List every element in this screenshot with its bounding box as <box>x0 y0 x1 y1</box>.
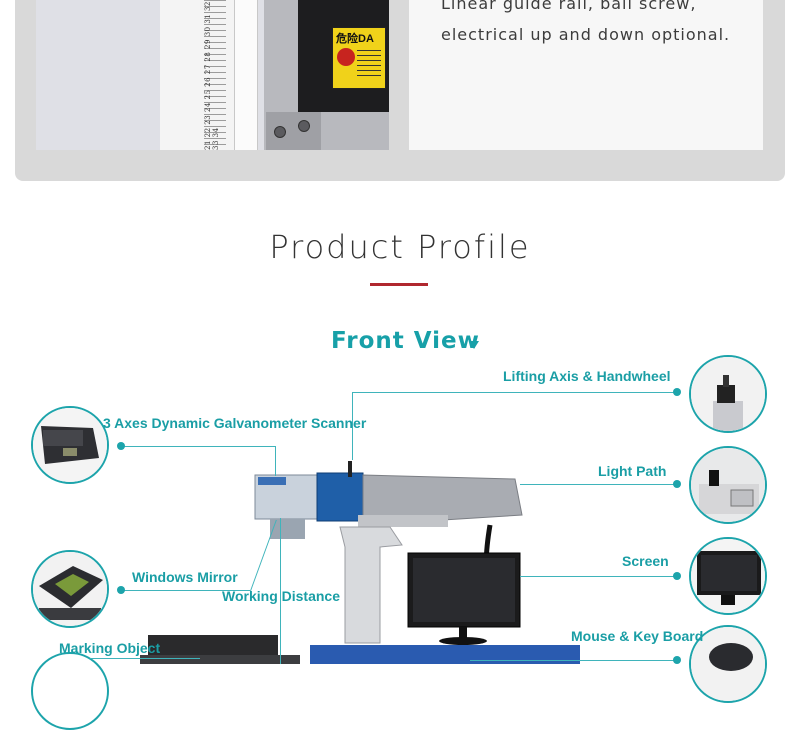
ruler-ticks <box>204 0 226 150</box>
scanner-leader-vertical <box>275 446 276 476</box>
label-mouse-keyboard: Mouse & Key Board <box>571 628 704 644</box>
windows-mirror-dot <box>117 586 125 594</box>
lifting-axis-leader-vertical <box>352 392 353 460</box>
screen-bubble <box>689 537 767 615</box>
lifting-axis-image <box>691 357 765 431</box>
lifting-column-photo: 21 22 23 24 25 26 27 28 29 30 31 32 33 3… <box>36 0 389 150</box>
title-underline <box>370 283 428 286</box>
label-light-path: Light Path <box>598 463 667 479</box>
marking-object-leader <box>90 658 200 659</box>
windows-mirror-bubble <box>31 550 109 628</box>
triangle-down-icon <box>469 341 479 349</box>
label-windows-mirror: Windows Mirror <box>132 569 238 585</box>
warning-label-text: 危险DA <box>336 33 374 45</box>
label-lifting-axis: Lifting Axis & Handwheel <box>503 368 671 384</box>
laser-warning-label: 危险DA <box>332 27 386 89</box>
label-screen: Screen <box>622 553 669 569</box>
scanner-leader <box>120 446 275 447</box>
screw-icon <box>274 126 286 138</box>
label-marking-object: Marking Object <box>59 640 161 656</box>
lifting-axis-bubble <box>689 355 767 433</box>
scanner-closeup-bubble <box>31 406 109 484</box>
lifting-axis-dot <box>673 388 681 396</box>
warning-fine-print <box>357 50 381 78</box>
mouse-keyboard-dot <box>673 656 681 664</box>
screw-icon <box>298 120 310 132</box>
working-distance-line <box>280 518 281 664</box>
label-working-distance: Working Distance <box>222 588 340 604</box>
mouse-keyboard-leader <box>470 660 677 661</box>
laser-hazard-icon <box>337 48 355 66</box>
light-path-dot <box>673 480 681 488</box>
section-title: Product Profile <box>269 228 531 266</box>
screen-image <box>691 539 765 613</box>
light-path-bubble <box>689 446 767 524</box>
lifting-axis-leader <box>352 392 677 393</box>
laser-machine-illustration <box>140 461 580 664</box>
windows-mirror-leader <box>120 590 250 591</box>
scanner-dot <box>117 442 125 450</box>
ruler-numbers: 21 22 23 24 25 26 27 28 29 30 31 32 33 3… <box>204 1 220 150</box>
windows-mirror-image <box>33 552 107 626</box>
ruler-strip <box>234 0 258 150</box>
spec-text-box <box>409 0 763 150</box>
scanner-closeup-image <box>33 408 107 482</box>
light-path-leader <box>520 484 677 485</box>
light-path-image <box>691 448 765 522</box>
label-scanner: 3 Axes Dynamic Galvanometer Scanner <box>103 415 367 431</box>
spec-line-1: Linear guide rail, ball screw, <box>441 0 697 13</box>
screen-leader <box>520 576 677 577</box>
spec-line-2: electrical up and down optional. <box>441 25 731 44</box>
front-view-heading: Front View <box>331 328 480 354</box>
screen-dot <box>673 572 681 580</box>
